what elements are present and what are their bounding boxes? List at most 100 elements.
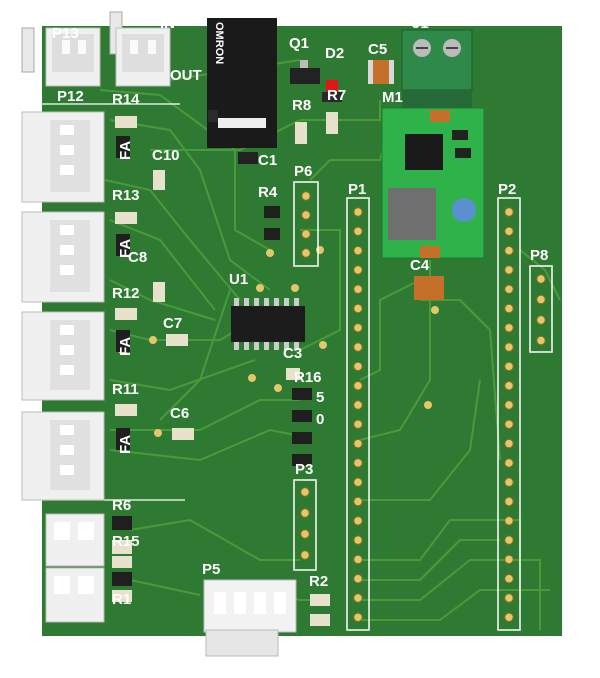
header-p1-pad <box>353 303 363 314</box>
header-p2-outline <box>497 197 521 631</box>
resistor-r4 <box>264 206 280 218</box>
cap-c8 <box>153 282 165 302</box>
fan-connector-2 <box>21 211 105 303</box>
header-p2-pad <box>504 419 514 429</box>
header-p2-pad <box>504 477 514 487</box>
header-p6-pad <box>301 229 311 239</box>
header-p8-pad <box>536 315 546 325</box>
connector-small-1 <box>45 513 105 567</box>
header-p1-pad <box>353 342 363 352</box>
label-fan3: FA <box>117 337 134 356</box>
trace-layer <box>99 59 561 630</box>
header-p2-pad <box>504 245 514 256</box>
header-p1-pad <box>353 245 363 256</box>
header-p3-pad <box>300 487 310 497</box>
label-c3: C3 <box>283 345 302 362</box>
label-p6: P6 <box>294 163 312 180</box>
cap-c10 <box>153 170 165 190</box>
fan-connector-1 <box>21 111 105 203</box>
header-p1-pad <box>353 612 363 622</box>
header-p2-pad <box>504 612 514 622</box>
label-p8: P8 <box>530 247 548 264</box>
header-p6-pad <box>301 191 311 201</box>
label-r6: R6 <box>112 497 131 514</box>
label-c10: C10 <box>152 147 180 164</box>
silk-labels: P13 IN OUT P12 R14 OMRON Q1 D2 C5 J1 R8 … <box>52 15 548 608</box>
header-p1-pad <box>353 496 363 507</box>
header-p2-pad <box>504 303 514 314</box>
label-r7: R7 <box>327 87 346 104</box>
header-p2-pad <box>504 265 514 275</box>
connector-p5 <box>203 579 297 657</box>
header-p8-outline <box>529 265 553 353</box>
header-p6-outline <box>293 181 319 267</box>
connector-in-out <box>109 11 171 87</box>
header-p1-pad <box>353 207 363 217</box>
label-c4: C4 <box>410 257 430 274</box>
resistor-r2 <box>310 594 330 606</box>
label-r11: R11 <box>112 381 139 398</box>
led-d2 <box>326 80 338 92</box>
label-m1: M1 <box>382 89 403 106</box>
resistor-r8 <box>295 122 307 144</box>
label-d2: D2 <box>325 45 344 62</box>
header-p8-pad <box>536 335 546 346</box>
header-p6-pad <box>301 248 311 258</box>
header-p1-pad <box>353 574 363 584</box>
header-p2-pad <box>504 207 514 217</box>
resistor-pads-left <box>115 116 137 416</box>
label-r14: R14 <box>112 91 140 108</box>
label-c6: C6 <box>170 405 189 422</box>
header-p2-pad <box>504 496 514 507</box>
header-p2-pad <box>504 458 514 468</box>
header-p1-pad <box>353 361 363 372</box>
header-p2-pad <box>504 438 514 449</box>
header-p2-pad <box>504 574 514 584</box>
label-in: IN <box>160 15 175 32</box>
header-p6-pad <box>301 210 311 220</box>
connector-small-2 <box>45 567 105 623</box>
connector-p13 <box>21 27 101 87</box>
label-fan1: FA <box>117 141 134 160</box>
label-out: OUT <box>170 67 202 84</box>
header-p2-pad <box>504 535 514 545</box>
label-r8: R8 <box>292 97 311 114</box>
label-r4: R4 <box>258 184 278 201</box>
header-p1-pad <box>353 516 363 526</box>
cap-c7 <box>166 334 188 346</box>
resistor-r7 <box>326 112 338 134</box>
label-fan2: FA <box>117 239 134 258</box>
header-p1-outline <box>346 197 370 631</box>
header-p2-pad <box>504 226 514 237</box>
label-r15: R15 <box>112 533 140 550</box>
header-p2-pad <box>504 400 514 410</box>
header-p1-pad <box>353 226 363 237</box>
header-p3-pad <box>300 529 310 539</box>
terminal-j1 <box>401 29 473 108</box>
header-p2-pad <box>504 516 514 526</box>
header-p1-pad <box>353 477 363 487</box>
label-c7: C7 <box>163 315 182 332</box>
label-q1: Q1 <box>289 35 309 52</box>
cap-c6 <box>172 428 194 440</box>
ic-u1 <box>231 298 305 350</box>
header-pads <box>300 191 546 622</box>
header-p8-pad <box>536 274 546 284</box>
cap-c4 <box>414 276 444 300</box>
label-omron: OMRON <box>213 22 225 64</box>
label-p1: P1 <box>348 181 366 198</box>
label-r10: 0 <box>316 411 324 428</box>
smd-column-center <box>286 368 312 466</box>
label-p5: P5 <box>202 561 220 578</box>
header-p1-pad <box>353 554 363 565</box>
header-p1-pad <box>353 284 363 294</box>
header-p1-pad <box>353 535 363 545</box>
header-p1-pad <box>353 265 363 275</box>
header-p2-pad <box>504 342 514 352</box>
fan-connector-3 <box>21 311 105 401</box>
header-p3-pad <box>300 550 310 560</box>
header-p1-pad <box>353 419 363 429</box>
label-r2: R2 <box>309 573 328 590</box>
label-p12: P12 <box>57 88 84 105</box>
